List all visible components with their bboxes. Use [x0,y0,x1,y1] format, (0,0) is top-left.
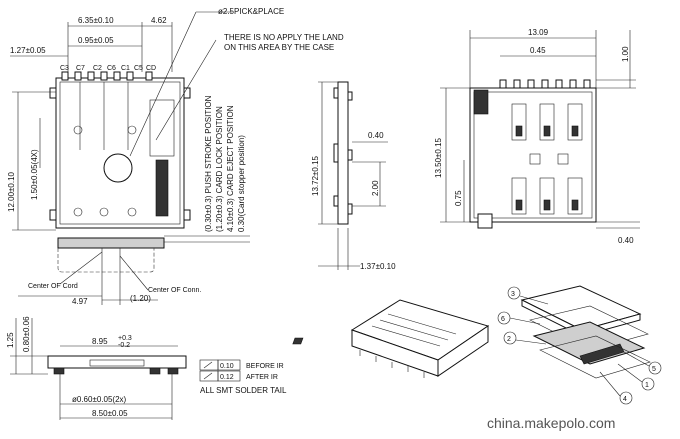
eject-mechanism [155,159,169,217]
front-dim-h1: 1.25 [6,332,15,348]
flatness-note: 0.10 BEFORE IR 0.12 AFTER IR ALL SMT SOL… [199,359,287,395]
dim-pitch: 1.50±0.05(4X) [30,149,39,200]
flatness-after-value: 0.12 [220,374,234,381]
callout-1 [641,377,655,391]
center-conn-label: Center OF Conn. [148,287,201,294]
callout-5 [648,361,662,375]
side-dim-mid: 2.00 [371,180,380,196]
right-dim-bottom-right: 0.40 [618,236,634,245]
flatness-after-label: AFTER IR [246,374,278,381]
watermark: china.makepolo.com [487,415,615,431]
front-view-body [47,355,187,369]
front-dim-h2: 0.80±0.06 [22,316,31,352]
dim-bottom-left: 4.97 [72,297,88,306]
flatness-note-text: ALL SMT SOLDER TAIL [200,386,287,395]
front-dim-width: 8.95 [92,337,108,346]
dim-bottom-small: (1.20) [130,294,151,303]
callout-3 [507,286,521,300]
right-view-pins [499,79,591,89]
center-card-label: Center OF Cord [28,283,78,290]
svg-text:2: 2 [507,336,511,343]
dim-right-offset: 4.62 [151,16,167,25]
isometric-view [292,299,490,378]
svg-text:3: 3 [511,291,515,298]
callout-4 [619,391,633,405]
svg-text:6: 6 [501,316,505,323]
note-card-lock: (1.20±0.3) CARD LOCK POSITION [215,106,224,232]
right-dim-height: 13.50±0.15 [434,137,443,178]
pin-label-cd: CD [146,65,156,72]
pin-label-c6: C6 [107,65,116,72]
front-view: 1.25 0.80±0.06 8.95 +0.3 -0.2 ø0.60±0.05… [6,316,187,420]
right-dim-small: 0.45 [530,46,546,55]
front-dim-hole: ø0.60±0.05(2x) [72,395,127,404]
note-push-stroke: (0.30±0.3) PUSH STROKE POSITION [204,95,213,232]
pin-label-c7: C7 [76,65,85,72]
land-note-line2: ON THIS AREA BY THE CASE [224,43,334,52]
pick-place-area [103,153,133,183]
front-dim-tol-bottom: -0.2 [118,342,130,349]
contact-pins [61,71,153,81]
dim-inner-width: 0.95±0.05 [78,36,114,45]
side-dim-tab: 0.40 [368,131,384,140]
pick-place-note: ø2.5PICK&PLACE [218,7,284,16]
eject-spring [473,89,489,115]
side-view: 13.72±0.15 0.40 2.00 1.37±0.10 [311,81,396,271]
right-dim-left-low: 0.75 [454,190,463,206]
flatness-before-label: BEFORE IR [246,363,284,370]
exploded-view: 3 6 2 5 1 4 [497,285,662,405]
side-dim-height: 13.72±0.15 [311,155,320,196]
right-view: 13.09 0.45 1.00 13.50±0.15 0.75 0.40 [434,28,640,245]
pin-label-c5: C5 [134,65,143,72]
svg-text:5: 5 [652,366,656,373]
svg-text:4: 4 [623,396,627,403]
dim-height-total: 12.00±0.10 [7,171,16,212]
front-dim-base: 8.50±0.05 [92,409,128,418]
card-slot-bar [57,237,165,249]
side-dim-thickness: 1.37±0.10 [360,262,396,271]
note-card-eject: 4.10±0.3) CARD EJECT POSITION [226,105,235,232]
callout-2 [503,331,517,345]
svg-text:1: 1 [645,382,649,389]
pin-label-c1: C1 [121,65,130,72]
dim-top-width: 6.35±0.10 [78,16,114,25]
pin-label-c3: C3 [60,65,69,72]
right-dim-width: 13.09 [528,28,549,37]
flatness-before-value: 0.10 [220,363,234,370]
dim-left-pad: 1.27±0.05 [10,46,46,55]
top-view: 6.35±0.10 4.62 0.95±0.05 1.27±0.05 C3 C7… [7,7,344,306]
pin-label-c2: C2 [93,65,102,72]
front-dim-tol-top: +0.3 [118,335,132,342]
note-card-stopper: 0.30(Card stopper position) [237,135,246,232]
side-view-body [337,81,349,225]
right-dim-top-right: 1.00 [621,46,630,62]
land-note-line1: THERE IS NO APPLY THE LAND [224,33,344,42]
